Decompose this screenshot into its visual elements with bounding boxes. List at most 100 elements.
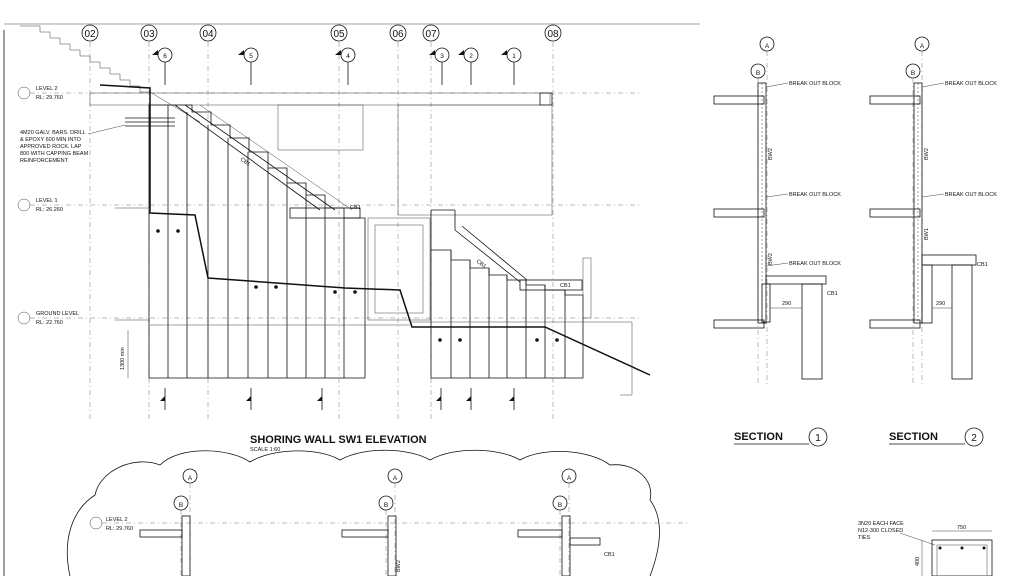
shoring-piles-right — [430, 209, 584, 379]
svg-text:BREAK OUT BLOCK: BREAK OUT BLOCK — [789, 81, 841, 87]
svg-text:02: 02 — [84, 29, 96, 40]
svg-text:BREAK OUT BLOCK: BREAK OUT BLOCK — [945, 192, 997, 198]
svg-text:B: B — [384, 502, 388, 509]
svg-text:BW2: BW2 — [396, 560, 402, 572]
svg-text:6: 6 — [163, 53, 167, 60]
svg-text:400: 400 — [915, 557, 921, 566]
svg-text:3: 3 — [440, 53, 444, 60]
svg-text:BREAK OUT BLOCK: BREAK OUT BLOCK — [789, 261, 841, 267]
svg-text:08: 08 — [547, 29, 559, 40]
level-2-slab — [89, 92, 551, 106]
elevation-scale: SCALE 1:60 — [250, 447, 280, 453]
lift-opening — [367, 217, 431, 321]
svg-text:& EPOXY 600 MIN INTO: & EPOXY 600 MIN INTO — [20, 137, 82, 143]
svg-text:05: 05 — [333, 29, 345, 40]
revision-cloud — [66, 449, 660, 576]
svg-text:06: 06 — [392, 29, 404, 40]
svg-text:TIES: TIES — [858, 535, 871, 541]
svg-text:BW2: BW2 — [768, 148, 774, 160]
lower-grid-a-1: A — [182, 468, 198, 484]
grid-bubble-05: 05 — [330, 24, 348, 42]
svg-text:2: 2 — [971, 433, 977, 444]
svg-text:N12-300 CLOSED: N12-300 CLOSED — [858, 528, 903, 534]
svg-text:CB1: CB1 — [560, 283, 571, 289]
shoring-piles-left — [148, 104, 366, 379]
section-1-grid-b: B — [750, 63, 766, 79]
svg-text:5: 5 — [249, 53, 253, 60]
pile-section-ticks — [160, 388, 515, 410]
svg-text:BW2: BW2 — [924, 148, 930, 160]
svg-text:2: 2 — [469, 53, 473, 60]
svg-text:A: A — [920, 43, 925, 50]
level-marker-level-2: LEVEL 2 RL: 29.760 — [17, 86, 640, 101]
level-marker-ground-level: GROUND LEVEL RL: 22.760 — [17, 311, 640, 326]
section-marker-6: 6 — [152, 47, 173, 85]
rock-anchors — [156, 229, 559, 342]
svg-text:750: 750 — [957, 525, 966, 531]
grid-bubble-03: 03 — [140, 24, 158, 42]
svg-text:800 WITH CAPPING BEAM: 800 WITH CAPPING BEAM — [20, 151, 89, 157]
lower-sections: A B A B A B LEVEL 2 RL: 29.760 CB1 BW2 — [89, 468, 690, 576]
svg-text:BW2: BW2 — [768, 253, 774, 265]
lower-stair-stringer — [454, 229, 521, 283]
svg-text:RL: 22.760: RL: 22.760 — [36, 320, 63, 326]
svg-text:CB1: CB1 — [977, 262, 988, 268]
section-marker-4: 4 — [335, 47, 356, 85]
level-marker-level-1: LEVEL 1 RL: 26.260 — [17, 198, 640, 213]
svg-text:RL: 29.760: RL: 29.760 — [106, 526, 133, 532]
svg-text:290: 290 — [782, 301, 791, 307]
svg-text:BREAK OUT BLOCK: BREAK OUT BLOCK — [789, 192, 841, 198]
svg-text:REINFORCEMENT: REINFORCEMENT — [20, 158, 69, 164]
grid-bubble-02: 02 — [81, 24, 99, 42]
svg-text:1: 1 — [815, 433, 821, 444]
svg-text:1300 min: 1300 min — [120, 347, 126, 370]
svg-text:CB1: CB1 — [604, 552, 615, 558]
lower-grid-b-2: B — [378, 495, 394, 511]
ground-line — [115, 319, 633, 396]
section-1-grid-a: A — [759, 36, 775, 52]
section-2-grid-b: B — [905, 63, 921, 79]
section-marker-5: 5 — [238, 47, 259, 85]
existing-stair-outline — [20, 25, 150, 93]
grid-bubble-07: 07 — [422, 24, 440, 42]
svg-text:CB1: CB1 — [827, 291, 838, 297]
svg-text:4M20 GALV. BARS. DRILL: 4M20 GALV. BARS. DRILL — [20, 130, 86, 136]
svg-text:B: B — [756, 70, 760, 77]
elevation-drawing: CB1 CB1 — [20, 25, 651, 410]
svg-text:A: A — [765, 43, 770, 50]
svg-text:SECTION: SECTION — [734, 431, 783, 443]
svg-text:B: B — [179, 502, 183, 509]
svg-text:290: 290 — [936, 301, 945, 307]
svg-text:CB1: CB1 — [239, 157, 251, 168]
opening-outline — [277, 104, 364, 151]
lower-grid-b-3: B — [552, 495, 568, 511]
svg-text:RL: 29.760: RL: 29.760 — [36, 95, 63, 101]
grid-bubble-08: 08 — [544, 24, 562, 42]
lower-grid-a-3: A — [561, 468, 577, 484]
elevation-title: SHORING WALL SW1 ELEVATION — [250, 434, 427, 446]
grid-bubble-06: 06 — [389, 24, 407, 42]
section-1-drawing: A B 290 CB1 BREAK OUT BLOCK BREAK OUT BL… — [713, 36, 841, 385]
svg-text:LEVEL 2: LEVEL 2 — [106, 517, 128, 523]
capping-beam-detail: 3N20 EACH FACE N12-300 CLOSED TIES 750 4… — [858, 521, 993, 576]
svg-text:4: 4 — [346, 53, 350, 60]
svg-text:BREAK OUT BLOCK: BREAK OUT BLOCK — [945, 81, 997, 87]
svg-text:APPROVED ROCK. LAP: APPROVED ROCK. LAP — [20, 144, 82, 150]
section-marker-1: 1 — [501, 47, 522, 85]
svg-text:A: A — [188, 475, 193, 482]
svg-text:A: A — [393, 475, 398, 482]
section-2-drawing: A B 290 CB1 BREAK OUT BLOCK BREAK OUT BL… — [869, 36, 997, 385]
svg-text:GROUND LEVEL: GROUND LEVEL — [36, 311, 79, 317]
lower-grid-b-1: B — [173, 495, 189, 511]
upper-stair-stringer — [174, 104, 321, 211]
svg-text:1: 1 — [512, 53, 516, 60]
svg-text:CB1: CB1 — [475, 259, 487, 270]
svg-text:CB1: CB1 — [350, 205, 361, 211]
svg-text:3N20 EACH FACE: 3N20 EACH FACE — [858, 521, 904, 527]
svg-text:BW1: BW1 — [924, 228, 930, 240]
svg-text:RL: 26.260: RL: 26.260 — [36, 207, 63, 213]
section-1-title: SECTION 1 — [734, 427, 828, 447]
svg-text:B: B — [558, 502, 562, 509]
section-2-grid-a: A — [914, 36, 930, 52]
